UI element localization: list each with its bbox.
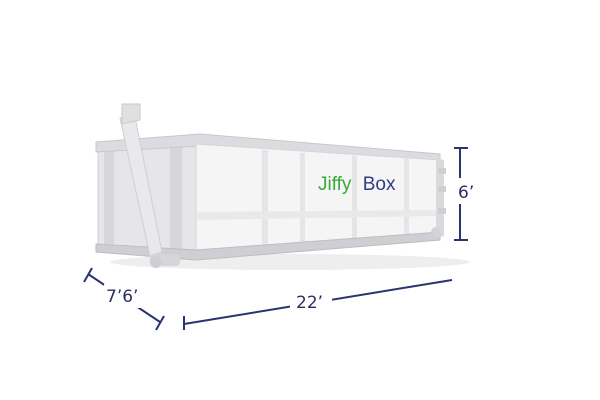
length-dimension: 22’	[183, 279, 453, 330]
brand-logo: Jiffy Box	[318, 174, 396, 195]
width-dimension: 7’6’	[83, 267, 165, 331]
height-label-bg	[452, 178, 482, 204]
end-rib	[170, 145, 182, 249]
side-rib	[300, 153, 305, 248]
bottom-rail	[95, 231, 441, 261]
width-cap-right	[155, 315, 165, 331]
side-band	[196, 210, 440, 220]
end-rib	[104, 150, 114, 244]
hook	[438, 208, 446, 214]
width-label-bg	[104, 284, 148, 308]
hoist-top	[121, 103, 141, 125]
height-label: 6’	[458, 183, 474, 203]
side-rib	[404, 158, 409, 240]
brand-word-jiffy: Jiffy	[318, 174, 352, 195]
height-dimension: 6’	[452, 147, 482, 241]
roller	[431, 227, 441, 237]
brand-word-box: Box	[363, 174, 396, 195]
side-rib	[262, 150, 268, 250]
wheel	[150, 256, 162, 268]
length-label: 22’	[296, 293, 323, 313]
width-label: 7’6’	[106, 287, 138, 307]
width-cap-left	[83, 267, 93, 283]
side-rib	[352, 156, 357, 244]
hook	[438, 186, 446, 192]
dumpster-container: Jiffy Box	[95, 103, 470, 270]
length-label-bg	[290, 290, 332, 316]
front-plate	[436, 158, 444, 238]
hook	[438, 168, 446, 174]
